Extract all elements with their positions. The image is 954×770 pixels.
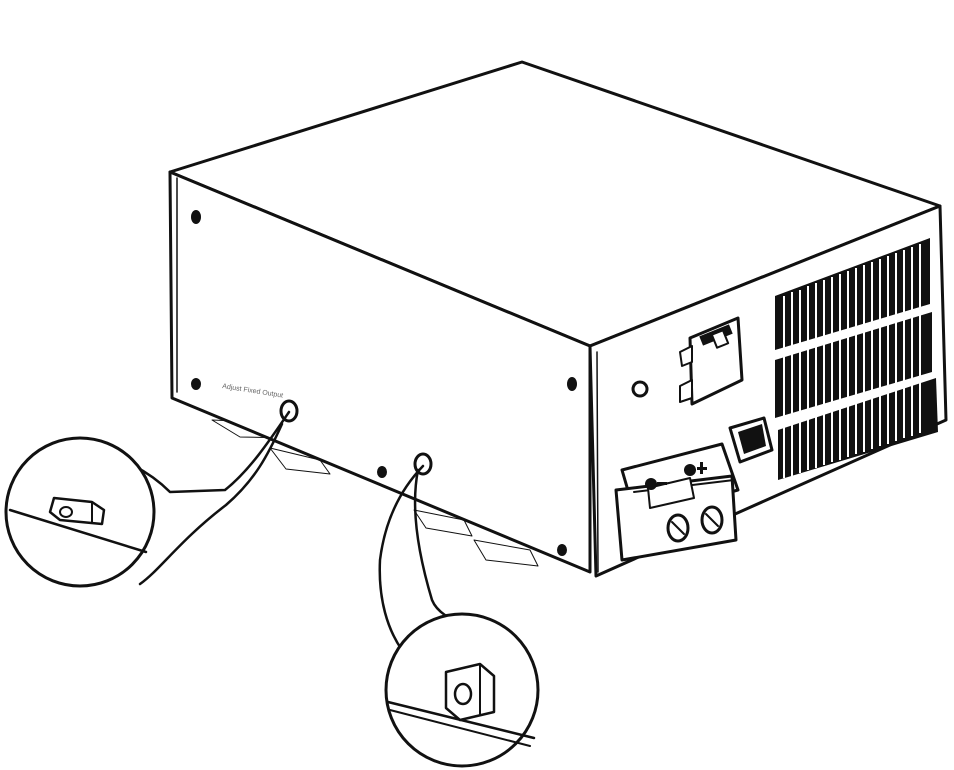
screw-icon: [557, 544, 567, 556]
vent-slots: [775, 312, 932, 418]
minus-terminal-icon: [645, 478, 657, 490]
mounting-foot: [413, 509, 473, 537]
mounting-foot: [473, 539, 539, 567]
vent-slots: [775, 238, 930, 350]
screw-icon: [191, 378, 201, 390]
side-screws: [191, 210, 577, 556]
side-panel: [168, 170, 592, 574]
ac-inlet-icon: [679, 316, 744, 406]
vent-slots: [778, 378, 938, 480]
rocker-switch-icon: [728, 416, 774, 464]
screw-icon: [567, 377, 577, 391]
callout-detail-fixed: [384, 612, 540, 768]
mounting-foot: [269, 447, 331, 475]
output-terminal-block: [614, 442, 740, 562]
ventilation-grille: [775, 238, 938, 480]
callout-leader-right: [378, 464, 425, 652]
indicator-led-icon: [631, 380, 649, 398]
plus-terminal-icon: [684, 464, 696, 476]
callout-detail-adjust: [4, 436, 156, 588]
screw-icon: [191, 210, 201, 224]
screw-icon: [377, 466, 387, 478]
